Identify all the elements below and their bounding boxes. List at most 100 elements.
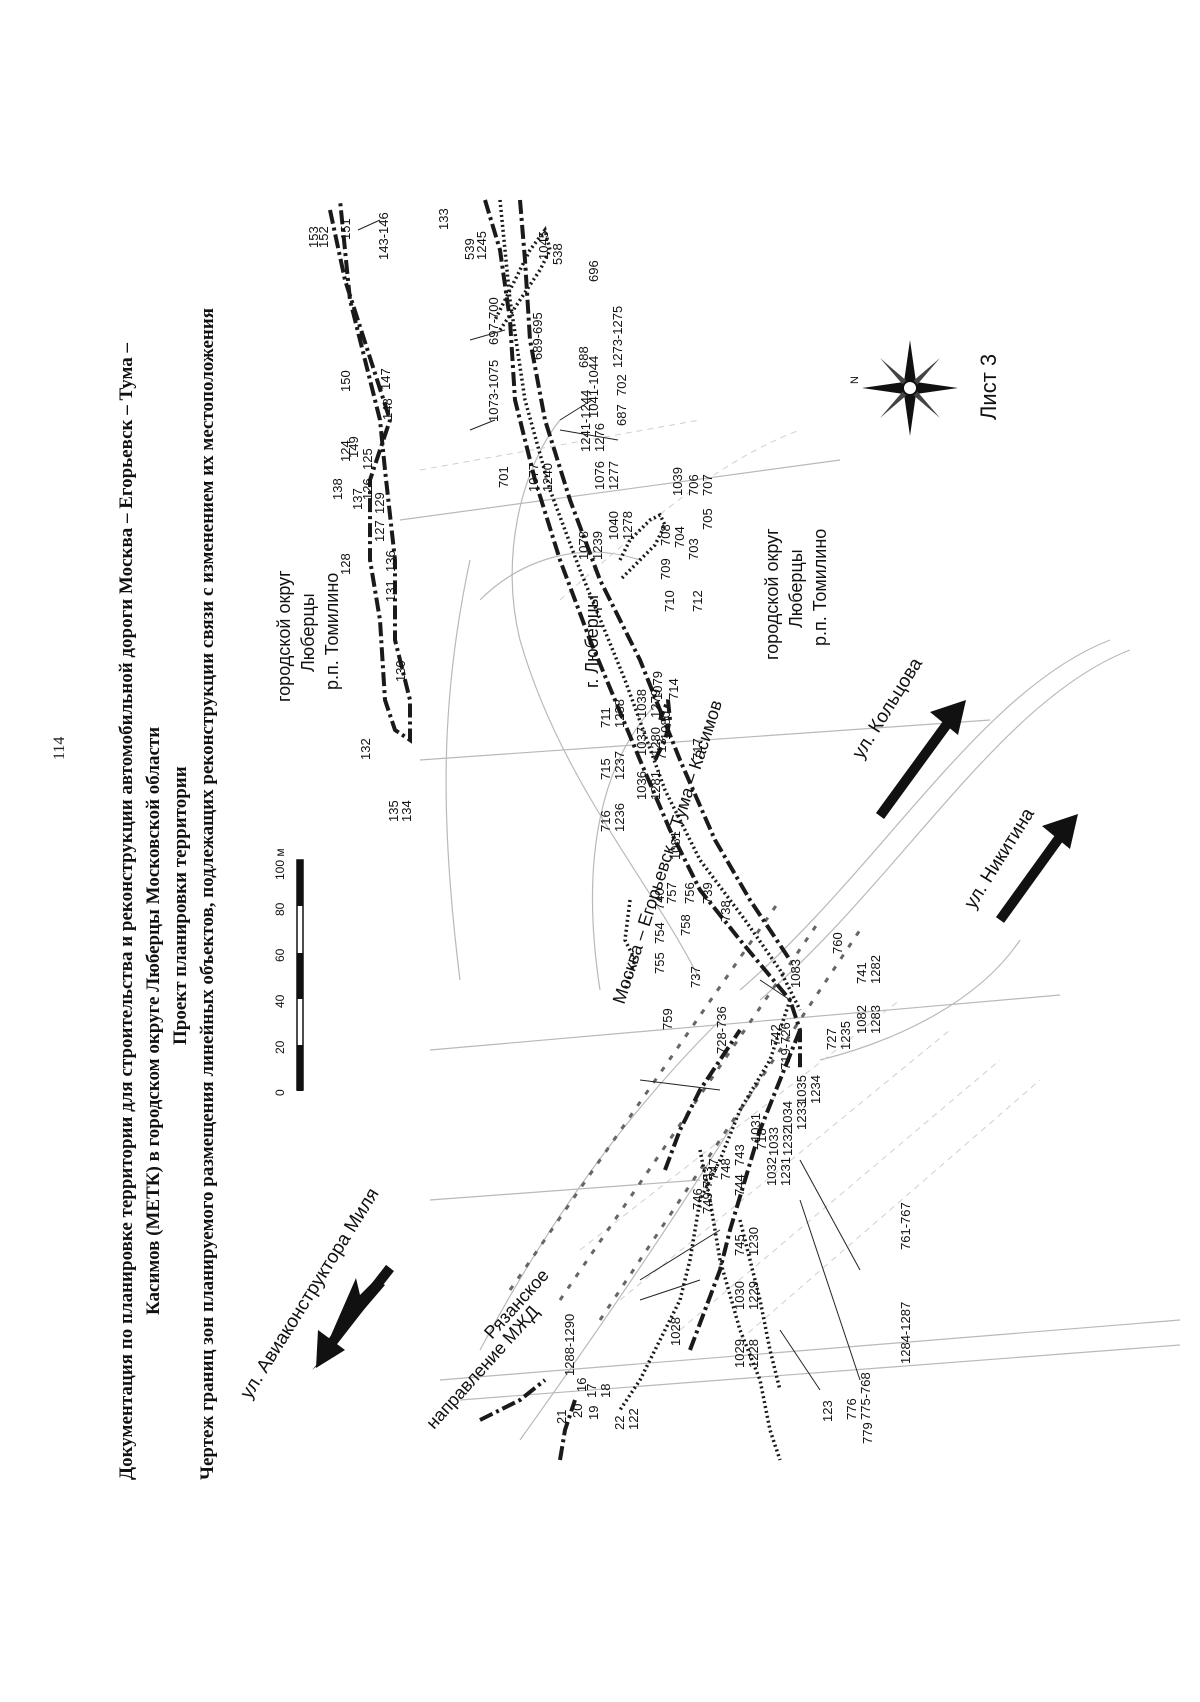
point-label: 1045 [536,231,551,260]
arrow-head-icon [316,1330,345,1368]
point-label: 1040 [606,511,621,540]
point-label: 709 [658,558,673,580]
point-label: 151 [338,218,353,240]
point-label: 152 [316,226,331,248]
point-label: 717 [690,738,705,760]
point-label: 127 [372,520,387,542]
arrow-street-nikitina [995,814,1078,923]
page-number: 114 [51,737,68,760]
point-label: 1235 [838,1021,853,1050]
point-label: 713 [654,738,669,760]
point-label: 745 [732,1234,747,1256]
point-label: 1081 [668,831,683,860]
point-label: 740 [652,888,667,910]
point-label: 737 [688,966,703,988]
point-label: 744 [732,1174,747,1196]
point-label: 715 [598,758,613,780]
point-label: 1278 [620,511,635,540]
point-label: 1039 [670,467,685,496]
point-label: 153 [306,226,321,248]
point-label: 129 [372,492,387,514]
point-label: 132 [358,738,373,760]
title-line-3: Проект планировки территории [170,766,191,1045]
point-label: 702 [614,374,629,396]
point-label: 1277 [606,461,621,490]
point-label: 754 [652,922,667,944]
point-label: 689-695 [530,312,545,360]
place-line: р.п. Томилино [810,529,830,646]
point-label: 137 [350,488,365,510]
point-label: 538 [550,243,565,265]
point-label: 759 [660,1008,675,1030]
point-label: 742 [768,1024,783,1046]
arrow-head-icon [1042,814,1078,849]
point-label: 143-146 [376,212,391,260]
point-label: 1076 [592,461,607,490]
point-label: 1229 [746,1281,761,1310]
point-label: 746 [690,1188,705,1210]
point-label: 747 [706,1158,721,1180]
point-label: 1238 [612,699,627,728]
point-label: 18 [598,1384,613,1398]
point-label: 758 [678,914,693,936]
point-label: 703 [686,538,701,560]
point-label: 1281 [648,771,663,800]
point-label: 1273-1275 [610,306,625,368]
point-label: 136 [383,550,398,572]
point-label: 1035 [794,1075,809,1104]
point-label: 1231 [778,1157,793,1186]
point-label: 1028 [668,1317,683,1346]
street-label-nikitina: ул. Никитина [960,804,1039,912]
point-label: 1041-1044 [586,356,601,418]
zone-boundaries [328,199,802,1461]
point-label: 738 [718,900,733,922]
place-line: Люберцы [298,593,318,672]
title-block: Документация по планировке территории дл… [116,308,218,1480]
place-label-top: городской округ Люберцы р.п. Томилино [274,570,342,702]
point-label: 1079 [650,671,665,700]
point-label: 1284-1287 [898,1302,913,1364]
place-line: Люберцы [786,549,806,628]
point-label: 712 [690,590,705,612]
point-label: 1233 [794,1101,809,1130]
point-label: 128 [338,553,353,575]
point-label: 760 [830,932,845,954]
point-label: 1032 [764,1157,779,1186]
point-label: 1279 [648,689,663,718]
point-labels: 153 152 151 143-146 150 147 148 149 124 … [306,208,913,1444]
point-label: 133 [436,208,451,230]
point-label: 714 [666,678,681,700]
point-label: 1073-1075 [486,360,501,422]
point-label: 687 [614,404,629,426]
point-label: 711 [598,707,613,728]
point-label: 1037 [634,727,649,756]
point-label: 1282 [868,955,883,984]
point-label: 1283 [868,1005,883,1034]
point-label: 727 [824,1028,839,1050]
point-label: 705 [700,508,715,530]
place-label-right: городской округ Люберцы р.п. Томилино [762,528,830,660]
scale-tick: 0 [273,1089,287,1096]
place-line: городской округ [274,570,294,702]
point-label: 704 [672,526,687,548]
point-label: 149 [346,436,361,458]
point-label: 138 [330,478,345,500]
railway-line [508,899,862,1321]
point-label: 150 [338,370,353,392]
point-label: 1030 [732,1281,747,1310]
point-label: 147 [378,368,393,390]
point-label: 22 [612,1416,627,1430]
point-label: 757 [664,882,679,904]
point-label: 701 [496,466,511,488]
title-line-2: Касимов (МЕТК) в городском округе Люберц… [143,727,164,1315]
rail-label: Рязанское направление МЖД [422,1265,553,1433]
point-label: 1239 [590,531,605,560]
point-label: 749-753 [700,1166,715,1214]
point-label: 716 [598,810,613,832]
point-label: 126 [360,478,375,500]
point-label: 19 [586,1406,601,1420]
scale-bar: 0 20 40 60 80 100 м [273,848,304,1096]
point-label: 779 [860,1422,875,1444]
point-label: 761-767 [898,1202,913,1250]
